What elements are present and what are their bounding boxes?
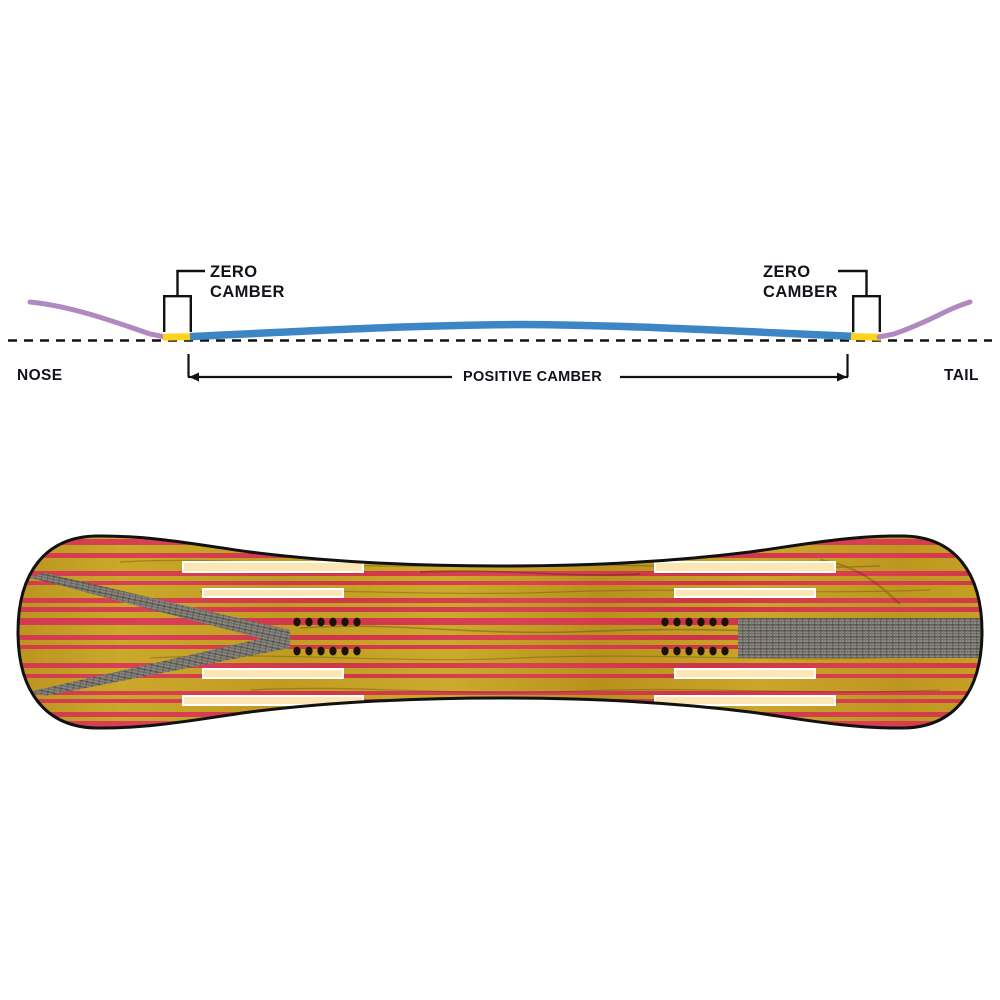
- tail-rocker-curve: [876, 299, 973, 340]
- snowboard-outline: [16, 534, 984, 730]
- zero-camber-leader-right: [838, 269, 868, 296]
- tail-label: TAIL: [944, 367, 979, 384]
- zero-camber-bracket-right: [852, 295, 881, 332]
- zero-camber-label-right-line2: CAMBER: [763, 283, 838, 301]
- tail-zero-camber-segment: [850, 333, 882, 341]
- tail-weave-patch: [738, 618, 982, 658]
- snowboard-deck-artwork: [18, 535, 982, 729]
- zero-camber-label-left-line1: ZERO: [210, 263, 258, 281]
- nose-weave-arms: [28, 573, 290, 696]
- positive-camber-curve: [189, 320, 855, 341]
- positive-camber-label: POSITIVE CAMBER: [463, 369, 603, 385]
- nose-zero-camber-segment: [162, 333, 193, 341]
- zero-camber-leader-left: [176, 269, 205, 296]
- zero-camber-label-right: ZERO CAMBER: [763, 262, 838, 302]
- zero-camber-label-left: ZERO CAMBER: [210, 262, 285, 302]
- nose-rocker-curve: [27, 299, 168, 340]
- binding-inserts-left[interactable]: [293, 617, 361, 656]
- zero-camber-label-left-line2: CAMBER: [210, 283, 285, 301]
- binding-inserts-right[interactable]: [661, 617, 729, 656]
- zero-camber-label-right-line1: ZERO: [763, 263, 811, 281]
- positive-camber-dimension: [187, 354, 849, 382]
- nose-label: NOSE: [17, 367, 63, 384]
- zero-camber-bracket-left: [162, 295, 193, 332]
